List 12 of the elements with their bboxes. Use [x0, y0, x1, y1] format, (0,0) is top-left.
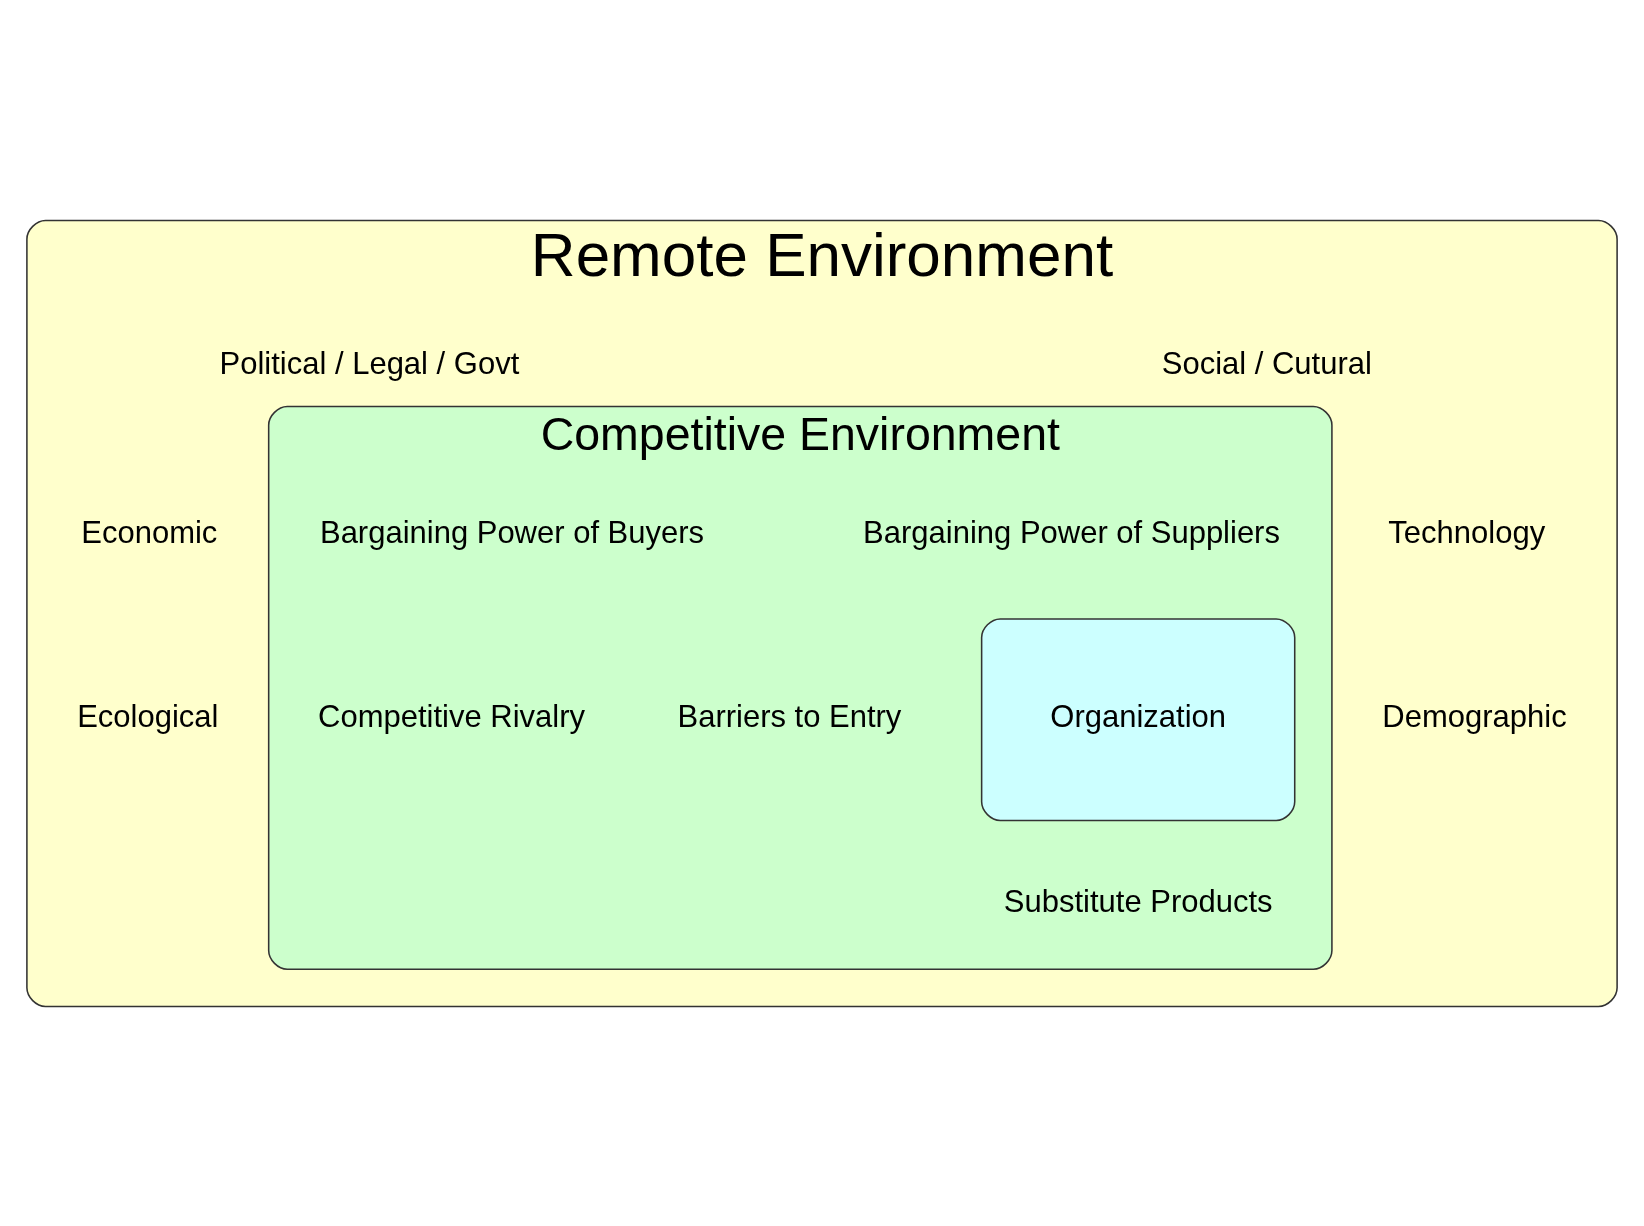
label: Political / Legal / Govt: [219, 345, 520, 381]
label: Competitive Rivalry: [318, 698, 586, 734]
label: Bargaining Power of Buyers: [319, 514, 705, 550]
label: Economic: [81, 514, 218, 550]
label: Technology: [1388, 514, 1546, 550]
label: Bargaining Power of Suppliers: [863, 514, 1280, 550]
label: Barriers to Entry: [677, 698, 902, 734]
node-box: Organization: [980, 617, 1296, 821]
label: Substitute Products: [1003, 883, 1273, 919]
label: Ecological: [77, 698, 219, 734]
label: Demographic: [1382, 698, 1567, 734]
label: Social / Cutural: [1161, 345, 1372, 381]
